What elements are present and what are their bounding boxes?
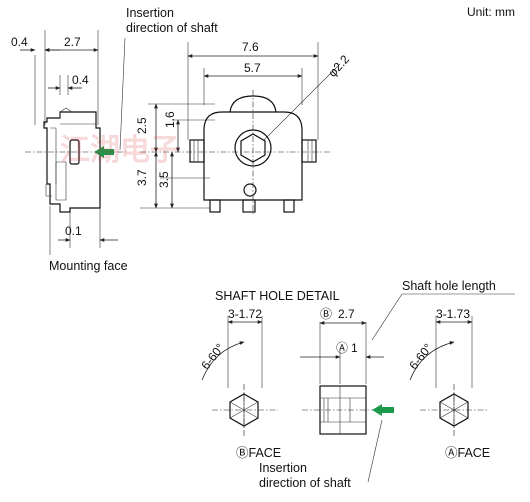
b-hex-dim: 3-1.72	[228, 307, 262, 321]
a-marker: Ⓐ	[336, 341, 348, 355]
watermark: 江湖电子	[60, 133, 180, 168]
dim-2-7-top: 2.7	[64, 35, 81, 49]
center-section-detail: Ⓑ 2.7 Ⓐ 1	[300, 307, 394, 483]
insertion-label-top: Insertion direction of shaft	[126, 6, 218, 35]
front-view: 7.6 5.7 φ2.2 2.5 3.7 1.6 3.5	[135, 40, 352, 214]
a-angle-dim: 6-60°	[406, 341, 435, 372]
mounting-face-label: Mounting face	[49, 259, 128, 273]
side-view: 0.4 2.7 0.4 0.1 Mounting face	[11, 30, 128, 273]
dim-phi-2-2: φ2.2	[325, 52, 352, 80]
dim-0-4-top: 0.4	[11, 35, 28, 49]
shaft-hole-detail-title: SHAFT HOLE DETAIL	[215, 289, 340, 303]
dim-0-4-mid: 0.4	[72, 73, 89, 87]
b-face-detail: 3-1.72 6-60° ⒷFACE	[198, 307, 281, 460]
insertion-label-bottom: Insertion direction of shaft	[259, 461, 351, 490]
a-face-label: ⒶFACE	[445, 446, 490, 460]
center-len-dim: 2.7	[338, 307, 355, 321]
a-len-dim: 1	[351, 341, 358, 355]
center-marker: Ⓑ	[320, 307, 332, 321]
a-hex-dim: 3-1.73	[436, 307, 470, 321]
dim-3-5: 3.5	[157, 171, 171, 188]
insertion-arrow-side	[94, 146, 114, 158]
dim-3-7: 3.7	[135, 169, 149, 186]
dim-1-6: 1.6	[163, 111, 177, 128]
shaft-hole-length-label: Shaft hole length	[402, 279, 496, 293]
insertion-arrow-detail	[372, 404, 394, 416]
b-face-label: ⒷFACE	[236, 446, 281, 460]
b-angle-dim: 6-60°	[198, 341, 227, 372]
dim-2-5: 2.5	[135, 117, 149, 134]
a-face-detail: 3-1.73 6-60° ⒶFACE	[406, 307, 490, 460]
dim-5-7: 5.7	[244, 61, 261, 75]
dim-7-6: 7.6	[242, 40, 259, 54]
dim-0-1: 0.1	[65, 224, 82, 238]
unit-label: Unit: mm	[467, 5, 515, 19]
